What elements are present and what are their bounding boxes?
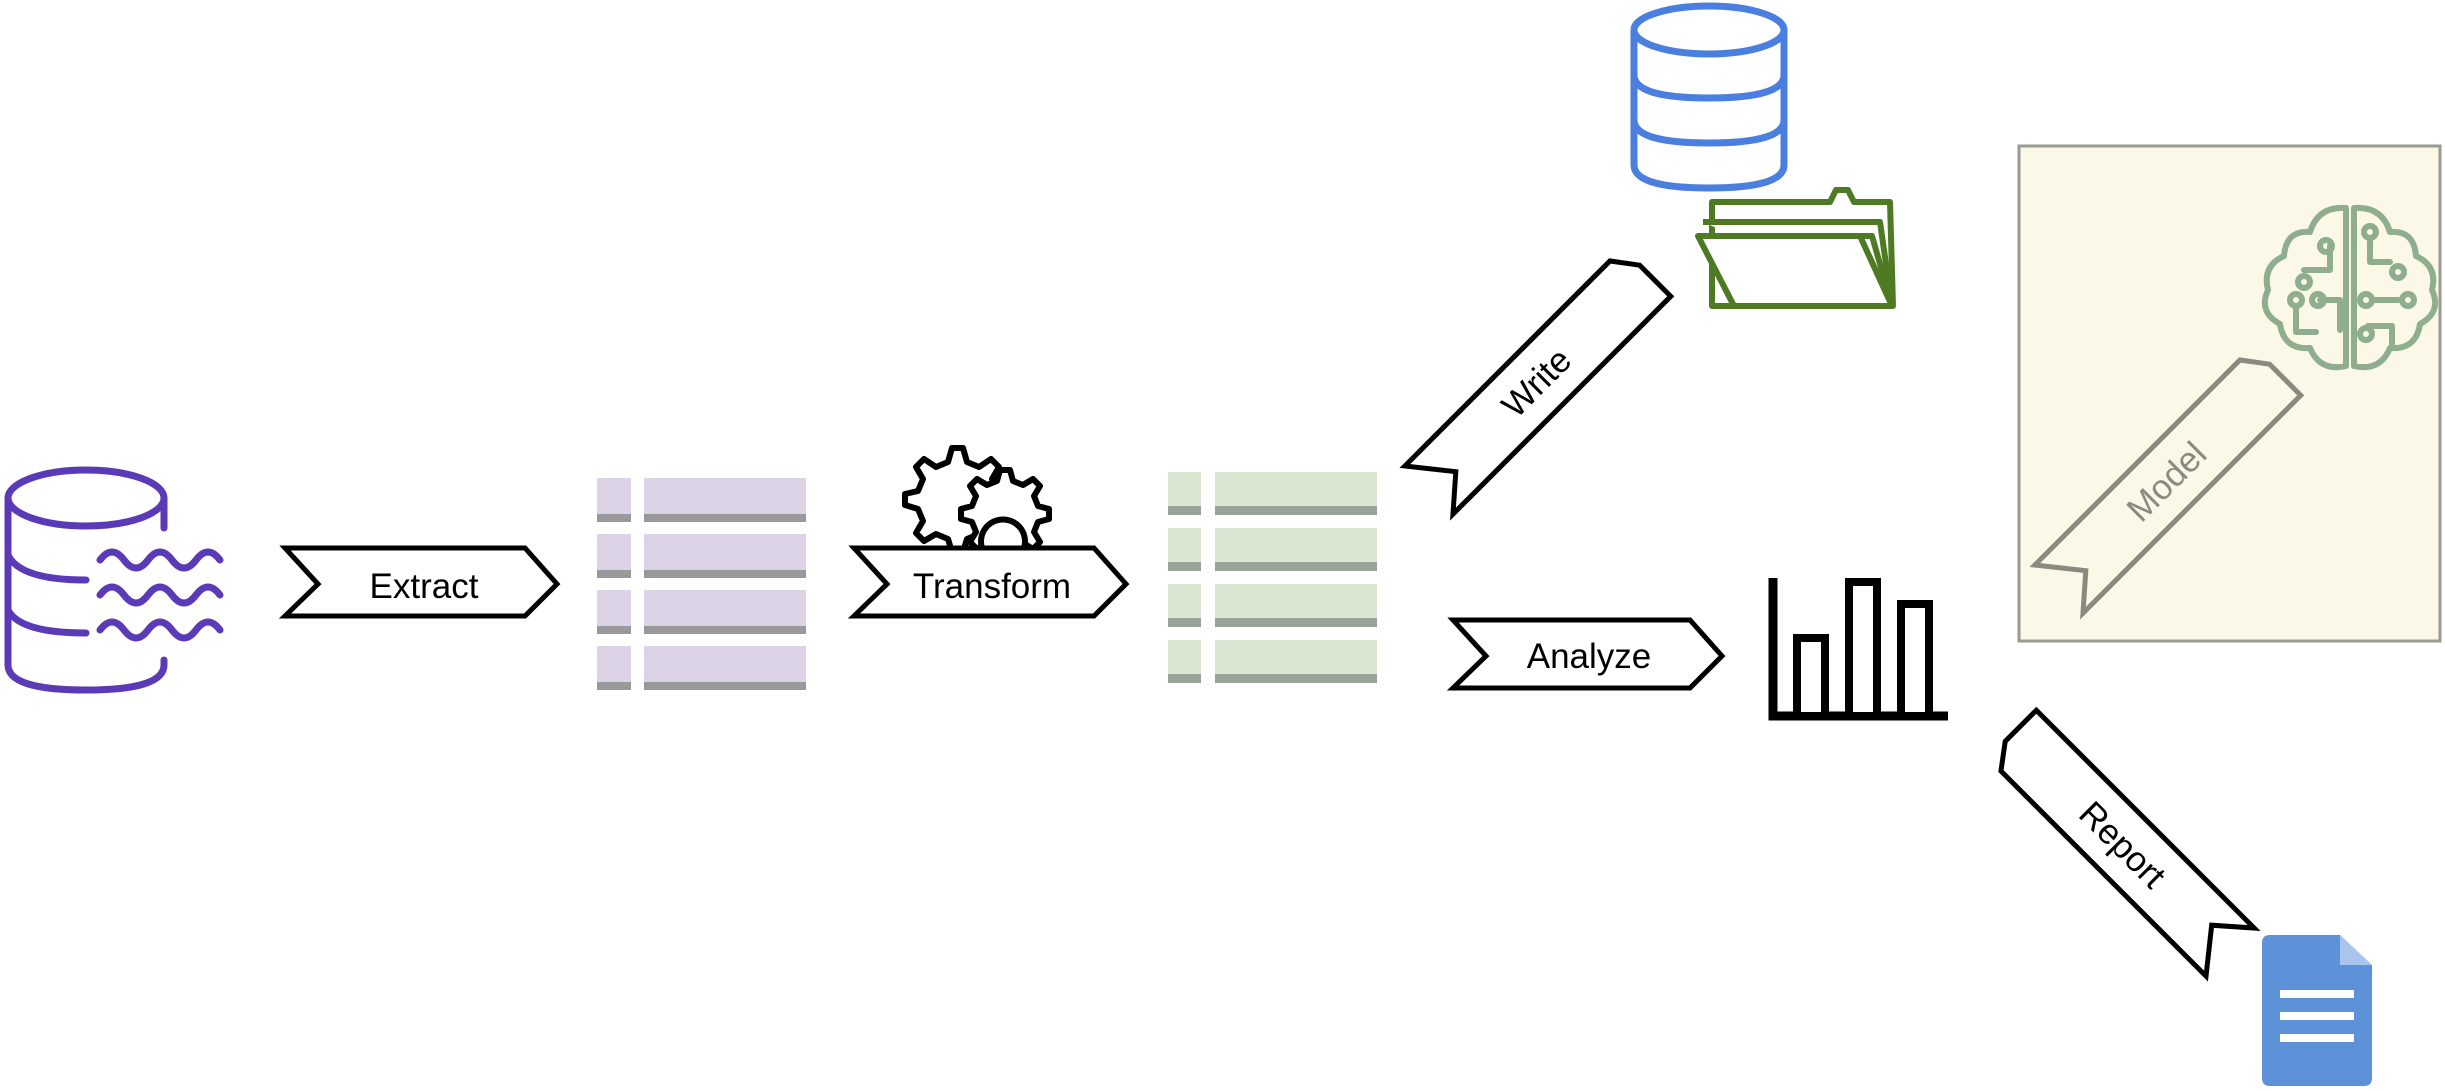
extract-step: Extract <box>278 545 561 619</box>
folder-icon <box>1695 187 1896 309</box>
gear-icon <box>902 445 1052 561</box>
transform-step: Transform <box>847 545 1130 619</box>
brain-circuit-icon <box>2262 204 2438 371</box>
bar-chart-icon <box>1768 578 1948 721</box>
clean-table-icon <box>1168 472 1377 683</box>
raw-table-icon <box>597 478 806 690</box>
database-icon <box>1630 2 1788 192</box>
extract-label: Extract <box>370 567 479 606</box>
document-icon <box>2262 935 2372 1086</box>
database-stream-icon <box>4 466 224 694</box>
report-step: Report <box>1998 706 2261 982</box>
analyze-step: Analyze <box>1446 617 1726 691</box>
analyze-label: Analyze <box>1527 637 1652 676</box>
transform-label: Transform <box>913 567 1071 606</box>
write-step: Write <box>1399 258 1675 521</box>
